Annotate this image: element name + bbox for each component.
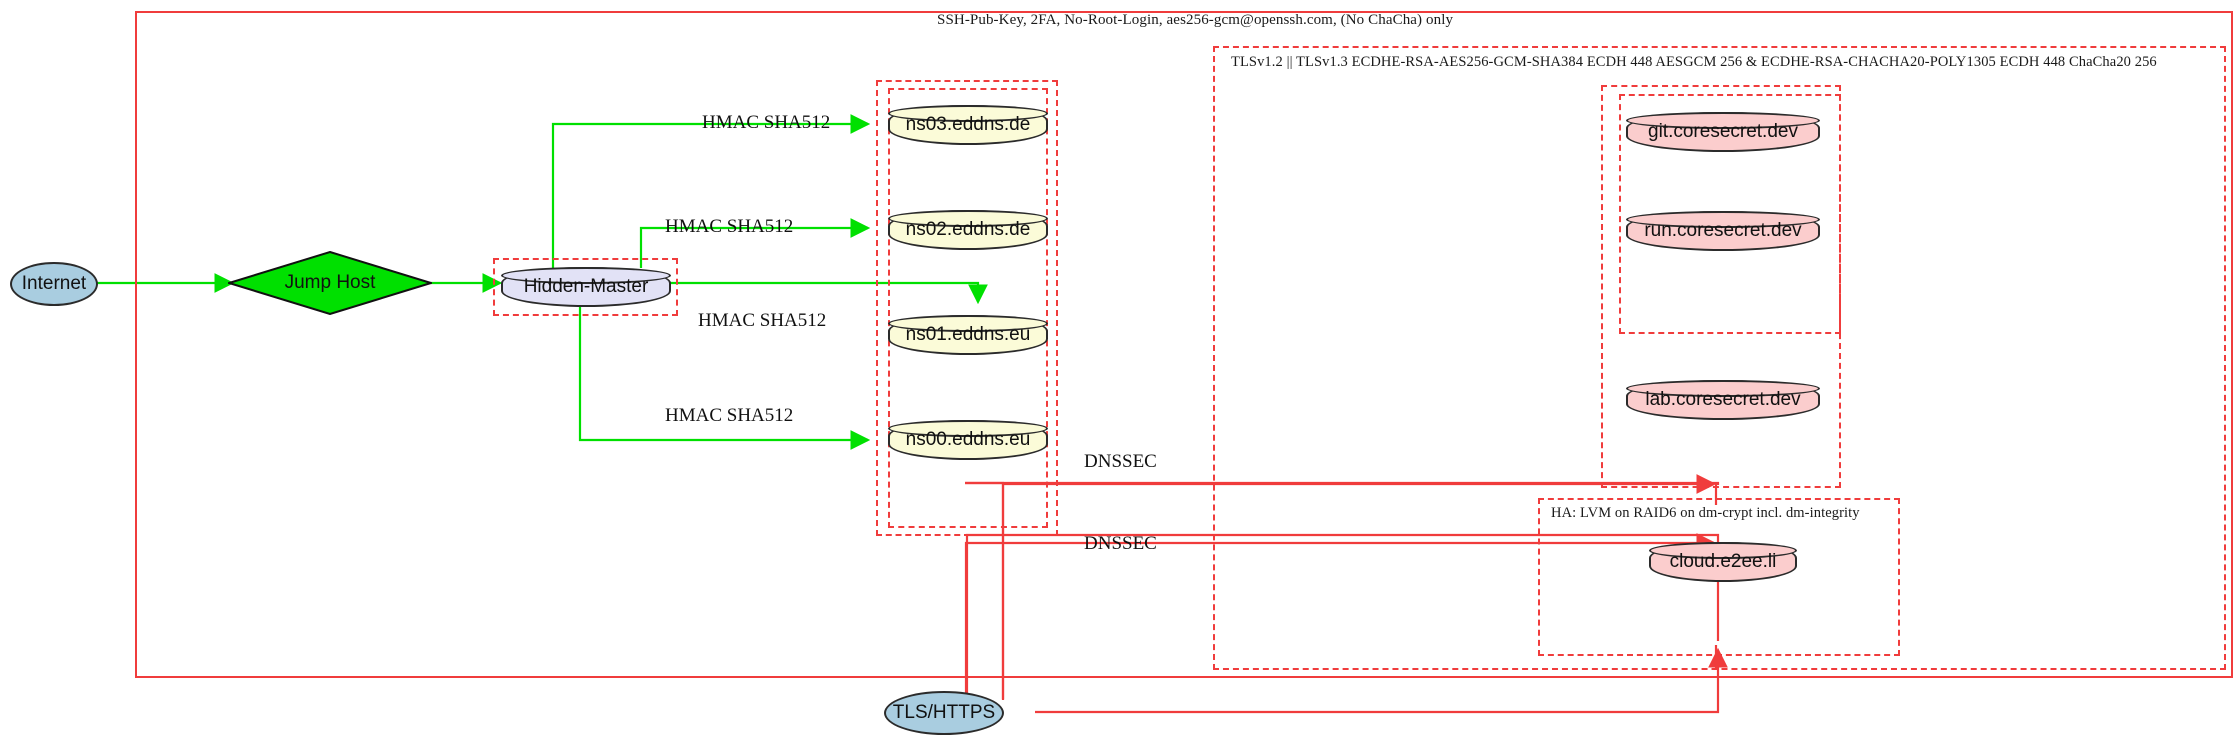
node-ns00-label: ns00.eddns.eu [905,429,1031,450]
cluster-coresecret-inner [1619,94,1841,334]
edge-label-dnssec-cloud: DNSSEC [1084,533,1157,554]
node-tls-https[interactable]: TLS/HTTPS [884,691,1004,735]
node-ns02-label: ns02.eddns.de [905,219,1031,240]
edge-label-hmac-ns01: HMAC SHA512 [698,310,827,331]
cluster-tls-perimeter-label: TLSv1.2 || TLSv1.3 ECDHE-RSA-AES256-GCM-… [1231,54,2157,70]
cluster-ha-storage [1538,498,1900,656]
edge-label-hmac-ns02: HMAC SHA512 [665,216,794,237]
node-tls-https-label: TLS/HTTPS [892,702,996,723]
node-hidden-master[interactable]: Hidden-Master [501,267,671,307]
node-internet[interactable]: Internet [10,262,98,306]
edge-label-dnssec-lab: DNSSEC [1084,451,1157,472]
cluster-ssh-perimeter [135,11,2233,678]
node-lab-coresecret-label: lab.coresecret.dev [1645,389,1801,410]
node-jumphost[interactable]: Jump Host [228,251,432,315]
node-run-coresecret-label: run.coresecret.dev [1644,220,1802,241]
diamond-shape [228,251,432,315]
cluster-ssh-perimeter-label: SSH-Pub-Key, 2FA, No-Root-Login, aes256-… [937,12,1454,28]
node-ns00[interactable]: ns00.eddns.eu [888,420,1048,460]
node-run-coresecret[interactable]: run.coresecret.dev [1626,211,1820,251]
cluster-dns-inner [888,88,1048,528]
node-ns01-label: ns01.eddns.eu [905,324,1031,345]
node-hidden-master-label: Hidden-Master [523,276,649,297]
node-ns02[interactable]: ns02.eddns.de [888,210,1048,250]
node-ns01[interactable]: ns01.eddns.eu [888,315,1048,355]
edge-label-hmac-ns03: HMAC SHA512 [702,112,831,133]
node-cloud-e2ee-label: cloud.e2ee.li [1669,551,1777,572]
node-ns03-label: ns03.eddns.de [905,114,1031,135]
node-ns03[interactable]: ns03.eddns.de [888,105,1048,145]
cluster-hidden-master [493,258,678,316]
node-lab-coresecret[interactable]: lab.coresecret.dev [1626,380,1820,420]
node-cloud-e2ee[interactable]: cloud.e2ee.li [1649,542,1797,582]
node-git-coresecret-label: git.coresecret.dev [1648,121,1798,142]
node-internet-label: Internet [21,273,87,294]
cluster-tls-perimeter [1213,46,2226,670]
cluster-dns-outer [876,80,1058,536]
cluster-ha-storage-label: HA: LVM on RAID6 on dm-crypt incl. dm-in… [1551,505,1860,521]
node-git-coresecret[interactable]: git.coresecret.dev [1626,112,1820,152]
edge-label-hmac-ns00: HMAC SHA512 [665,405,794,426]
